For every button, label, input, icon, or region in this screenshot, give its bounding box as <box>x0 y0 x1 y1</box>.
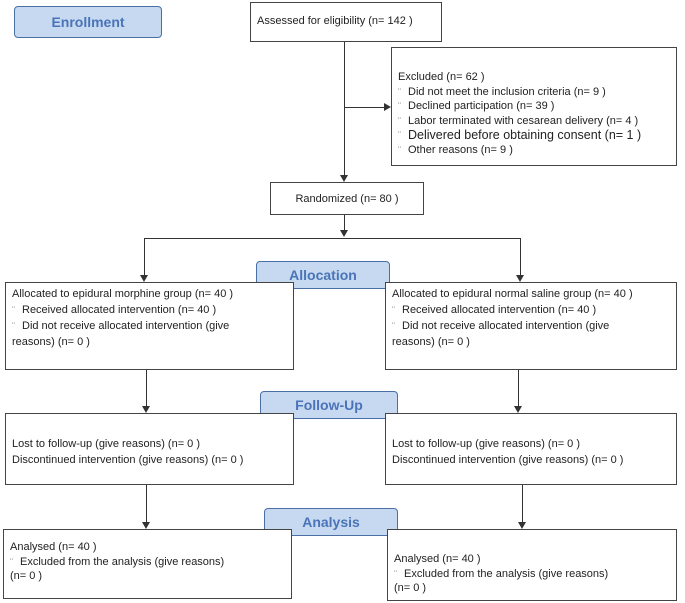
arrow-head <box>340 230 348 237</box>
analysis-left-tail: (n= 0 ) <box>10 570 43 582</box>
randomized-box: Randomized (n= 80 ) <box>270 182 424 215</box>
bullet-icon: ¨ <box>398 101 401 111</box>
allocation-right-item: ¨Received allocated intervention (n= 40 … <box>392 304 597 316</box>
connector-line <box>144 238 145 275</box>
excluded-item: ¨Other reasons (n= 9 ) <box>398 143 513 156</box>
connector-line <box>146 485 147 522</box>
connector-line <box>520 238 521 275</box>
bullet-icon: ¨ <box>398 115 401 126</box>
connector-line <box>344 107 384 108</box>
stage-follow-up: Follow-Up <box>260 391 398 419</box>
analysis-left-title: Analysed (n= 40 ) <box>10 541 97 553</box>
bullet-icon: ¨ <box>10 556 13 567</box>
bullet-icon: ¨ <box>12 321 15 331</box>
assessed-box: Assessed for eligibility (n= 142 ) <box>250 2 442 42</box>
analysis-right-title: Analysed (n= 40 ) <box>394 553 481 565</box>
assessed-text: Assessed for eligibility (n= 142 ) <box>257 15 413 27</box>
followup-right-box: Lost to follow-up (give reasons) (n= 0 )… <box>385 413 677 485</box>
connector-line <box>522 485 523 522</box>
allocation-right-item: ¨Did not receive allocated intervention … <box>392 320 610 332</box>
followup-left-lost: Lost to follow-up (give reasons) (n= 0 ) <box>12 438 201 450</box>
arrow-head <box>518 522 526 529</box>
followup-right-lost: Lost to follow-up (give reasons) (n= 0 ) <box>392 438 581 450</box>
connector-line <box>344 42 345 175</box>
arrow-head <box>140 275 148 282</box>
bullet-icon: ¨ <box>398 130 401 140</box>
randomized-text: Randomized (n= 80 ) <box>295 193 399 205</box>
connector-line <box>344 215 345 232</box>
arrow-head <box>340 175 348 182</box>
allocation-left-tail: reasons) (n= 0 ) <box>12 336 90 348</box>
arrow-head <box>514 406 522 413</box>
allocation-left-title: Allocated to epidural morphine group (n=… <box>12 288 234 300</box>
stage-enrollment: Enrollment <box>14 6 162 38</box>
allocation-right-title: Allocated to epidural normal saline grou… <box>392 288 633 300</box>
arrow-head <box>142 522 150 529</box>
analysis-right-item: ¨Excluded from the analysis (give reason… <box>394 567 609 580</box>
connector-line <box>144 238 520 239</box>
excluded-item: ¨Declined participation (n= 39 ) <box>398 100 555 112</box>
bullet-icon: ¨ <box>394 568 397 579</box>
analysis-left-item: ¨Excluded from the analysis (give reason… <box>10 555 225 568</box>
bullet-icon: ¨ <box>398 144 401 155</box>
allocation-right-tail: reasons) (n= 0 ) <box>392 336 470 348</box>
excluded-title: Excluded (n= 62 ) <box>398 71 485 83</box>
arrow-head <box>516 275 524 282</box>
arrow-head <box>142 406 150 413</box>
analysis-left-box: Analysed (n= 40 ) ¨Excluded from the ana… <box>3 529 292 599</box>
followup-left-box: Lost to follow-up (give reasons) (n= 0 )… <box>5 413 294 485</box>
followup-right-discontinued: Discontinued intervention (give reasons)… <box>392 454 624 466</box>
bullet-icon: ¨ <box>12 305 15 315</box>
arrow-head <box>384 103 391 111</box>
analysis-right-box: Analysed (n= 40 ) ¨Excluded from the ana… <box>387 529 677 601</box>
bullet-icon: ¨ <box>392 321 395 331</box>
connector-line <box>146 370 147 406</box>
connector-line <box>518 370 519 406</box>
followup-left-discontinued: Discontinued intervention (give reasons)… <box>12 454 244 466</box>
excluded-box: Excluded (n= 62 ) ¨Did not meet the incl… <box>391 47 677 166</box>
bullet-icon: ¨ <box>398 86 401 97</box>
excluded-item: ¨Delivered before obtaining consent (n= … <box>398 128 642 142</box>
bullet-icon: ¨ <box>392 305 395 315</box>
excluded-item: ¨Did not meet the inclusion criteria (n=… <box>398 85 606 98</box>
allocation-left-item: ¨Received allocated intervention (n= 40 … <box>12 304 217 316</box>
analysis-right-tail: (n= 0 ) <box>394 582 427 594</box>
allocation-left-item: ¨Did not receive allocated intervention … <box>12 320 230 332</box>
excluded-item: ¨Labor terminated with cesarean delivery… <box>398 114 639 127</box>
allocation-left-box: Allocated to epidural morphine group (n=… <box>5 282 294 370</box>
allocation-right-box: Allocated to epidural normal saline grou… <box>385 282 677 370</box>
